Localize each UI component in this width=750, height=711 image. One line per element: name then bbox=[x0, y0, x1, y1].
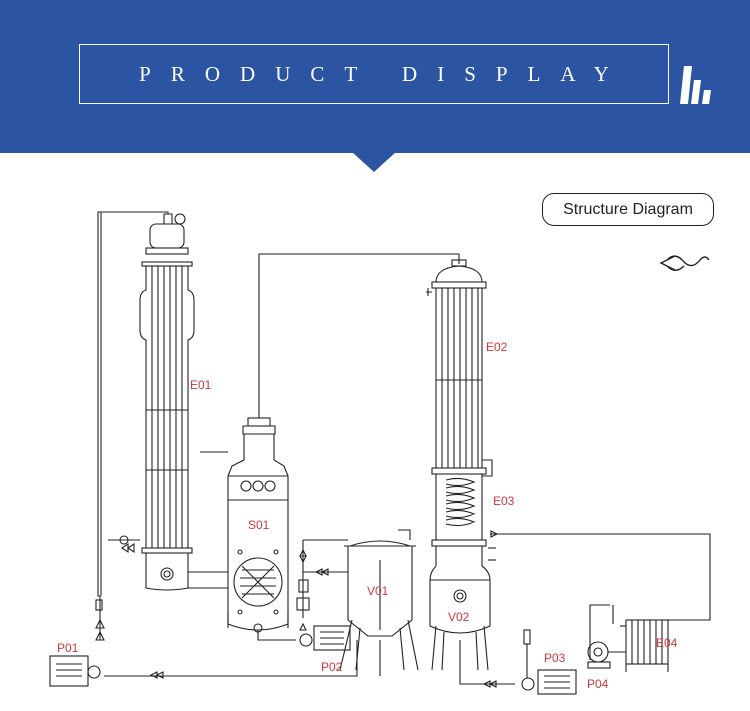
pump-p04 bbox=[587, 641, 626, 669]
evaporator-e01 bbox=[119, 213, 228, 591]
tank-v01 bbox=[339, 540, 419, 671]
vessel-v02 bbox=[429, 546, 491, 671]
brand-logo-icon bbox=[680, 66, 711, 104]
pump-p03 bbox=[521, 629, 577, 695]
label-s01: S01 bbox=[248, 518, 270, 532]
label-p02: P02 bbox=[321, 660, 343, 674]
label-v01: V01 bbox=[367, 584, 389, 598]
separator-s01 bbox=[227, 417, 289, 633]
label-p04: P04 bbox=[587, 677, 609, 691]
pump-p02 bbox=[299, 625, 351, 651]
cooler-e04 bbox=[620, 619, 669, 672]
pump-p01 bbox=[49, 599, 105, 687]
structure-diagram-label: Structure Diagram bbox=[563, 200, 693, 218]
condenser-e03 bbox=[431, 474, 487, 547]
banner-notch bbox=[352, 152, 396, 172]
evaporator-e02 bbox=[426, 259, 493, 477]
label-p03: P03 bbox=[544, 651, 566, 665]
page-title: PRODUCT DISPLAY bbox=[139, 61, 629, 86]
valve-group-s01 bbox=[296, 548, 310, 631]
label-e03: E03 bbox=[493, 494, 515, 508]
label-p01: P01 bbox=[57, 641, 79, 655]
header-banner: PRODUCT DISPLAY bbox=[0, 0, 750, 153]
structure-diagram-button[interactable]: Structure Diagram bbox=[542, 193, 714, 226]
wavy-arrow-left-icon[interactable] bbox=[659, 255, 710, 271]
piping bbox=[97, 211, 711, 688]
label-e01: E01 bbox=[190, 378, 212, 392]
label-e04: E04 bbox=[656, 636, 678, 650]
label-v02: V02 bbox=[448, 610, 470, 624]
title-box: PRODUCT DISPLAY bbox=[79, 44, 669, 104]
label-e02: E02 bbox=[486, 340, 508, 354]
